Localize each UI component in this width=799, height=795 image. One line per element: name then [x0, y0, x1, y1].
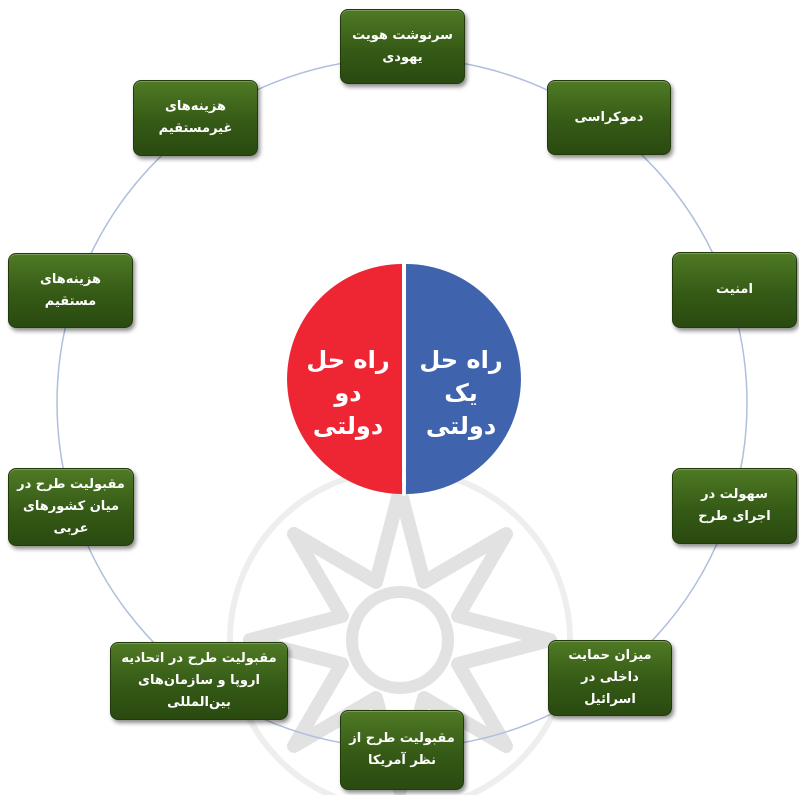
- node-label: سهولت در اجرای طرح: [698, 487, 771, 524]
- one-state-half: [406, 264, 521, 494]
- node-democracy: دموکراسی: [547, 80, 671, 155]
- node-label: دموکراسی: [574, 109, 644, 125]
- node-label: مقبولیت طرح از نظر آمریکا: [349, 731, 455, 768]
- node-label: مقبولیت طرح در اتحادیه اروپا و سازمان‌ها…: [121, 651, 277, 710]
- two-state-half: [287, 264, 402, 494]
- node-label: امنیت: [716, 282, 753, 297]
- two-state-label: راه حل دو دولتی: [306, 346, 390, 440]
- node-label: هزینه‌های غیرمستقیم: [158, 99, 233, 136]
- node-label: میزان حمایت داخلی در اسرائیل: [568, 648, 652, 707]
- node-ease-of-implementation: سهولت در اجرای طرح: [672, 468, 797, 544]
- node-direct-costs: هزینه‌های مستقیم: [8, 253, 133, 328]
- node-label: هزینه‌های مستقیم: [40, 271, 101, 309]
- node-security: امنیت: [672, 252, 797, 328]
- node-indirect-costs: هزینه‌های غیرمستقیم: [133, 80, 258, 156]
- node-label: سرنوشت هویت یهودی: [352, 27, 453, 65]
- node-domestic-support: میزان حمایت داخلی در اسرائیل: [548, 640, 672, 716]
- node-us-acceptance: مقبولیت طرح از نظر آمریکا: [340, 710, 464, 790]
- node-arab-acceptance: مقبولیت طرح در میان کشورهای عربی: [8, 468, 134, 546]
- node-jewish-identity: سرنوشت هویت یهودی: [340, 9, 465, 84]
- one-state-label: راه حل یک دولتی: [419, 346, 503, 440]
- node-label: مقبولیت طرح در میان کشورهای عربی: [17, 477, 125, 536]
- node-eu-acceptance: مقبولیت طرح در اتحادیه اروپا و سازمان‌ها…: [110, 642, 288, 720]
- center-pie: [287, 262, 521, 496]
